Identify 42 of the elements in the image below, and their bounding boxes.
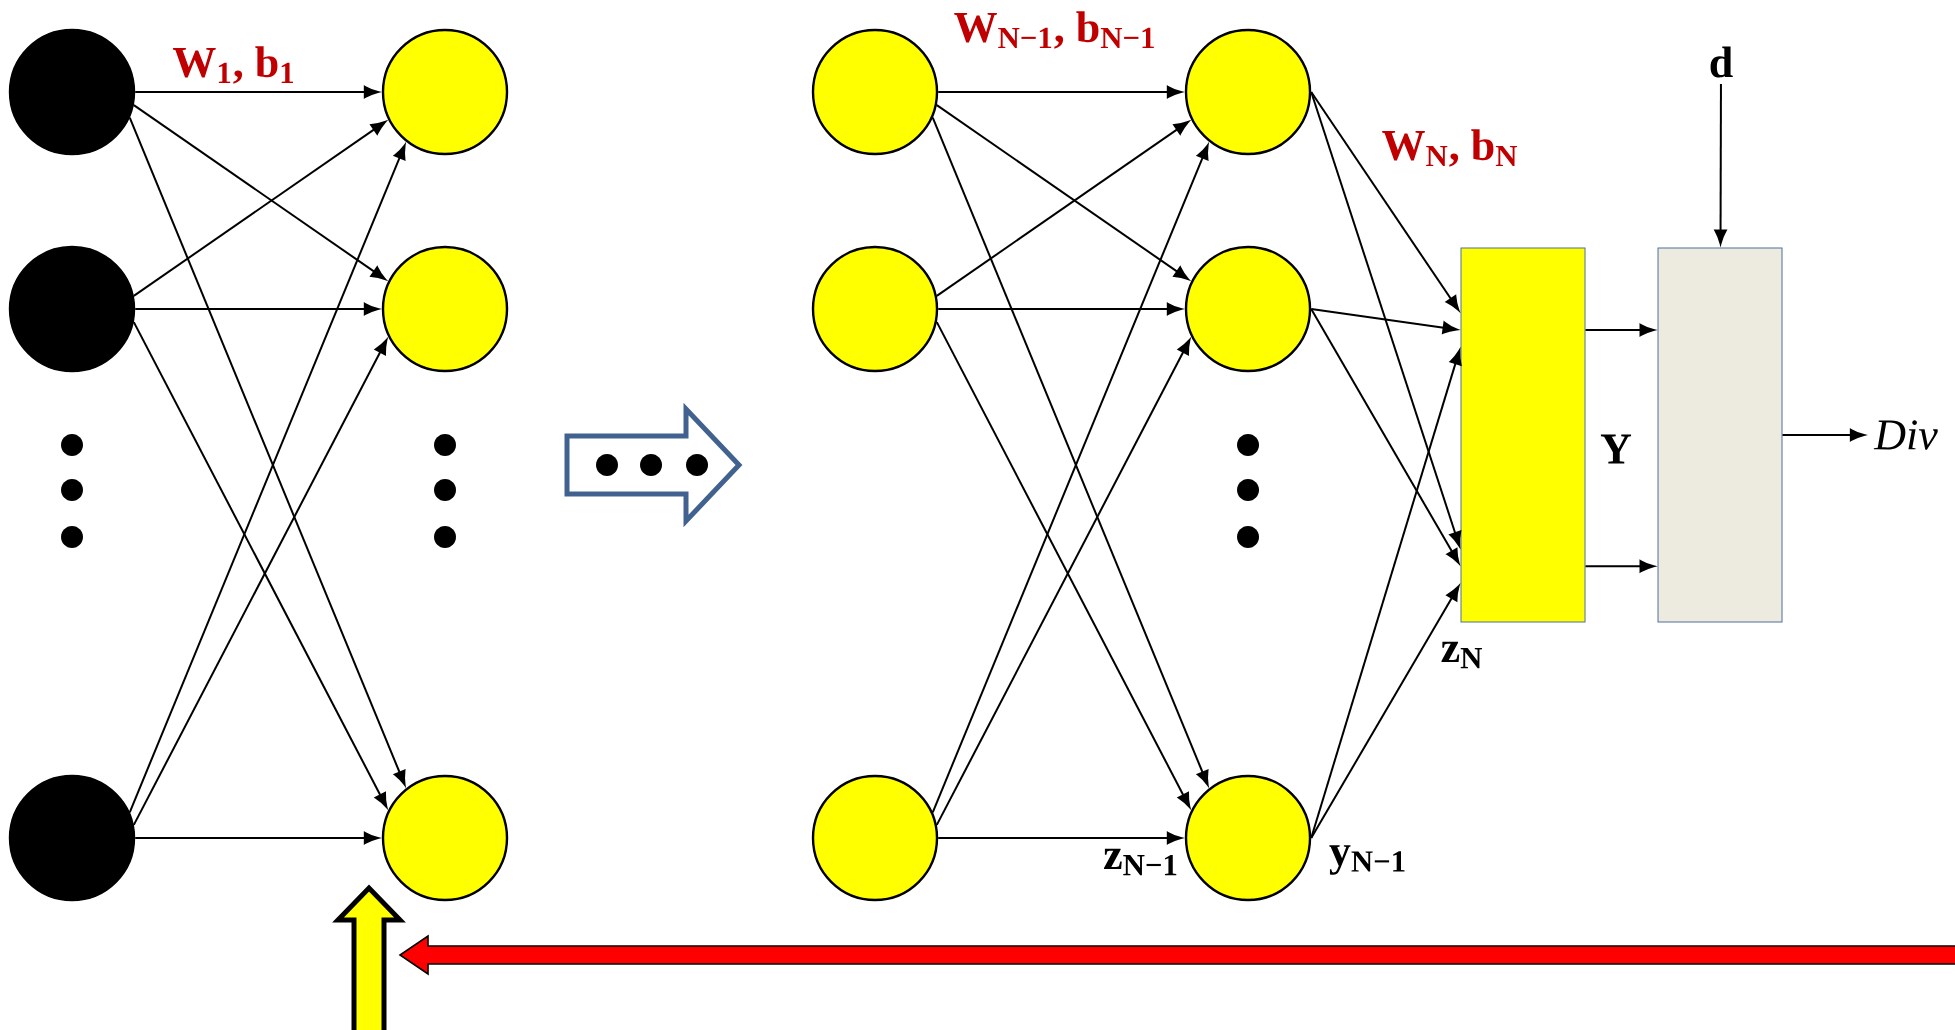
arrow [1310,585,1460,839]
arrow [937,831,1182,845]
arrow [1584,323,1655,337]
weight-label: W$_{1}$, b$_{1}$ [173,46,294,84]
neuron-circle [8,774,136,902]
arrow [132,104,386,281]
arrow [1310,91,1460,311]
arrow [132,121,386,297]
neuron-circle [381,28,509,156]
arrow [134,85,379,99]
variable-label: z$_{N−1}$ [1104,848,1177,876]
arrow [1781,428,1865,442]
variable-label: z$_{N}$ [1441,641,1482,669]
target-label: d [1710,46,1733,78]
arrow [935,121,1189,297]
neuron-circle [811,774,939,902]
weight-label: W$_{N}$, b$_{N}$ [1382,129,1518,167]
variable-label: Y [1600,434,1632,464]
arrow [1584,560,1655,573]
weight-label: W$_{N−1}$, b$_{N−1}$ [954,11,1154,49]
arrow [937,85,1182,99]
arrow [937,302,1182,316]
arrow [134,831,379,845]
variable-label: y$_{N−1}$ [1329,845,1405,875]
output-label: Div [1873,420,1938,450]
arrow [1310,308,1460,564]
arrow [1310,349,1462,839]
arrow [1310,308,1458,334]
arrow [935,104,1189,281]
neuron-circle [811,245,939,373]
output-box [1460,247,1586,623]
neuron-circle [381,774,509,902]
neuron-circle [1184,245,1312,373]
arrow [134,302,379,316]
loss-box [1657,247,1783,623]
neuron-circle [8,245,136,373]
arrow [1310,91,1462,547]
neuron-circle [381,245,509,373]
neuron-circle [1184,774,1312,902]
neuron-circle [1184,28,1312,156]
neuron-circle [811,28,939,156]
neuron-circle [8,28,136,156]
